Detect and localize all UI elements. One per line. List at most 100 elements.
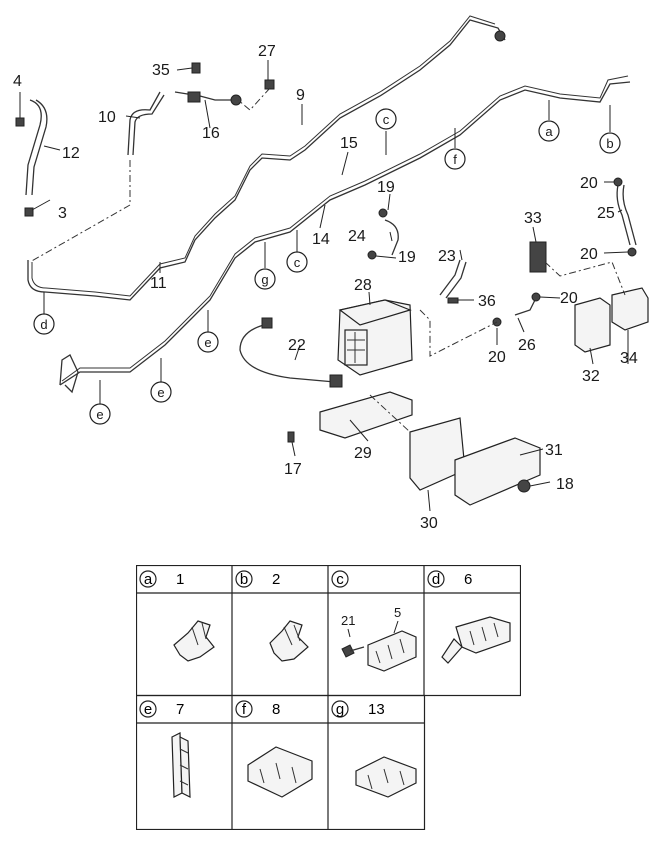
callout-9: 9 [296, 87, 305, 104]
clamp-19a [378, 208, 388, 218]
svg-text:8: 8 [272, 701, 280, 718]
hose-10-b [132, 94, 165, 156]
svg-text:1: 1 [176, 571, 184, 588]
clamp-20c [531, 292, 541, 302]
fuel-pipe-15 [59, 81, 631, 386]
hose-12-b [31, 99, 48, 196]
leader-lines [19, 60, 629, 512]
callout-27: 27 [258, 43, 276, 60]
legend-cell-c: c 21 5 [331, 570, 417, 672]
callout-19b: 19 [398, 249, 416, 266]
hose-24 [384, 219, 399, 256]
dash-line-10 [29, 160, 131, 263]
letter-circle-c1: c [375, 108, 397, 130]
svg-text:5: 5 [394, 605, 401, 620]
legend-cell-a: a 1 [139, 570, 215, 662]
wire-harness-22 [239, 323, 336, 383]
bracket-29 [319, 391, 413, 439]
legend-cell-e: e 7 [139, 700, 191, 798]
letter-circle-f: f [444, 148, 466, 170]
svg-text:7: 7 [176, 701, 184, 718]
dash-line-27 [237, 87, 271, 111]
protector-plate-31 [454, 437, 541, 506]
letter-circle-d: d [33, 313, 55, 335]
wire-22-connector-b [329, 374, 343, 388]
callout-14: 14 [312, 231, 330, 248]
clip-8-icon [247, 746, 313, 798]
svg-text:g: g [261, 272, 268, 287]
clip-3 [24, 207, 34, 217]
callout-34: 34 [620, 350, 638, 367]
letter-circle-e3: e [89, 403, 111, 425]
callout-20c: 20 [560, 290, 578, 307]
hose-23 [439, 259, 461, 296]
canister-28 [337, 299, 413, 376]
callout-23: 23 [438, 248, 456, 265]
legend-cell-g: g 13 [331, 700, 417, 798]
callout-16: 16 [202, 125, 220, 142]
bolt-36 [447, 297, 459, 304]
svg-text:13: 13 [368, 701, 385, 718]
svg-text:a: a [144, 571, 153, 588]
dash-line-29 [369, 394, 411, 433]
fuel-pipe-15-inner [61, 75, 629, 382]
callout-30: 30 [420, 515, 438, 532]
callout-32: 32 [582, 368, 600, 385]
pipe-15-loop-end [59, 354, 79, 394]
bolt-17 [287, 431, 295, 443]
letter-circle-e2: e [150, 381, 172, 403]
svg-text:e: e [157, 385, 164, 400]
callout-20a: 20 [580, 175, 598, 192]
svg-text:a: a [545, 124, 553, 139]
callout-15: 15 [340, 135, 358, 152]
legend-cell-f: f 8 [235, 700, 313, 798]
hose-12 [25, 99, 42, 196]
svg-text:c: c [336, 571, 344, 588]
hose-25-b [622, 184, 637, 246]
letter-circle-e1: e [197, 331, 219, 353]
svg-text:d: d [432, 571, 440, 588]
box-34 [611, 287, 649, 331]
callout-4: 4 [13, 73, 22, 90]
hose-10 [127, 91, 161, 156]
wire-22-connector-a [261, 317, 273, 329]
dash-line-33 [544, 261, 626, 296]
hose-26 [514, 299, 536, 316]
callout-11: 11 [150, 275, 167, 292]
callout-35: 35 [152, 62, 170, 79]
hose-23-b [445, 261, 467, 299]
letter-circle-b: b [599, 132, 621, 154]
svg-text:e: e [96, 407, 103, 422]
clip-1-icon [173, 620, 215, 662]
callout-28: 28 [354, 277, 372, 294]
callout-17: 17 [284, 461, 302, 478]
callout-26: 26 [518, 337, 536, 354]
letter-circle-a: a [538, 120, 560, 142]
protector-plate-30 [409, 417, 466, 491]
clamp-19b [367, 250, 377, 260]
bolt-35 [191, 62, 201, 74]
svg-text:6: 6 [464, 571, 472, 588]
svg-text:f: f [453, 152, 457, 167]
pipe-9-end-fitting [494, 30, 506, 42]
clamp-20a [613, 177, 623, 187]
svg-text:e: e [204, 335, 211, 350]
nut-4 [15, 117, 25, 127]
valve-33 [529, 241, 547, 273]
connector-16 [230, 94, 242, 106]
callout-3: 3 [58, 205, 67, 222]
svg-text:f: f [242, 701, 247, 718]
dash-line-canister [419, 309, 498, 357]
svg-text:e: e [144, 701, 152, 718]
clip-13-icon [355, 756, 417, 798]
nut-27 [264, 79, 275, 90]
callout-24: 24 [348, 228, 366, 245]
svg-text:g: g [336, 701, 344, 718]
svg-text:21: 21 [341, 613, 355, 628]
svg-text:b: b [606, 136, 613, 151]
legend-cell-b: b 2 [235, 570, 309, 662]
letter-arrows [43, 100, 611, 404]
bracket-32 [574, 297, 611, 353]
pipe-assembly-16 [174, 91, 235, 101]
hose-25 [616, 184, 631, 246]
